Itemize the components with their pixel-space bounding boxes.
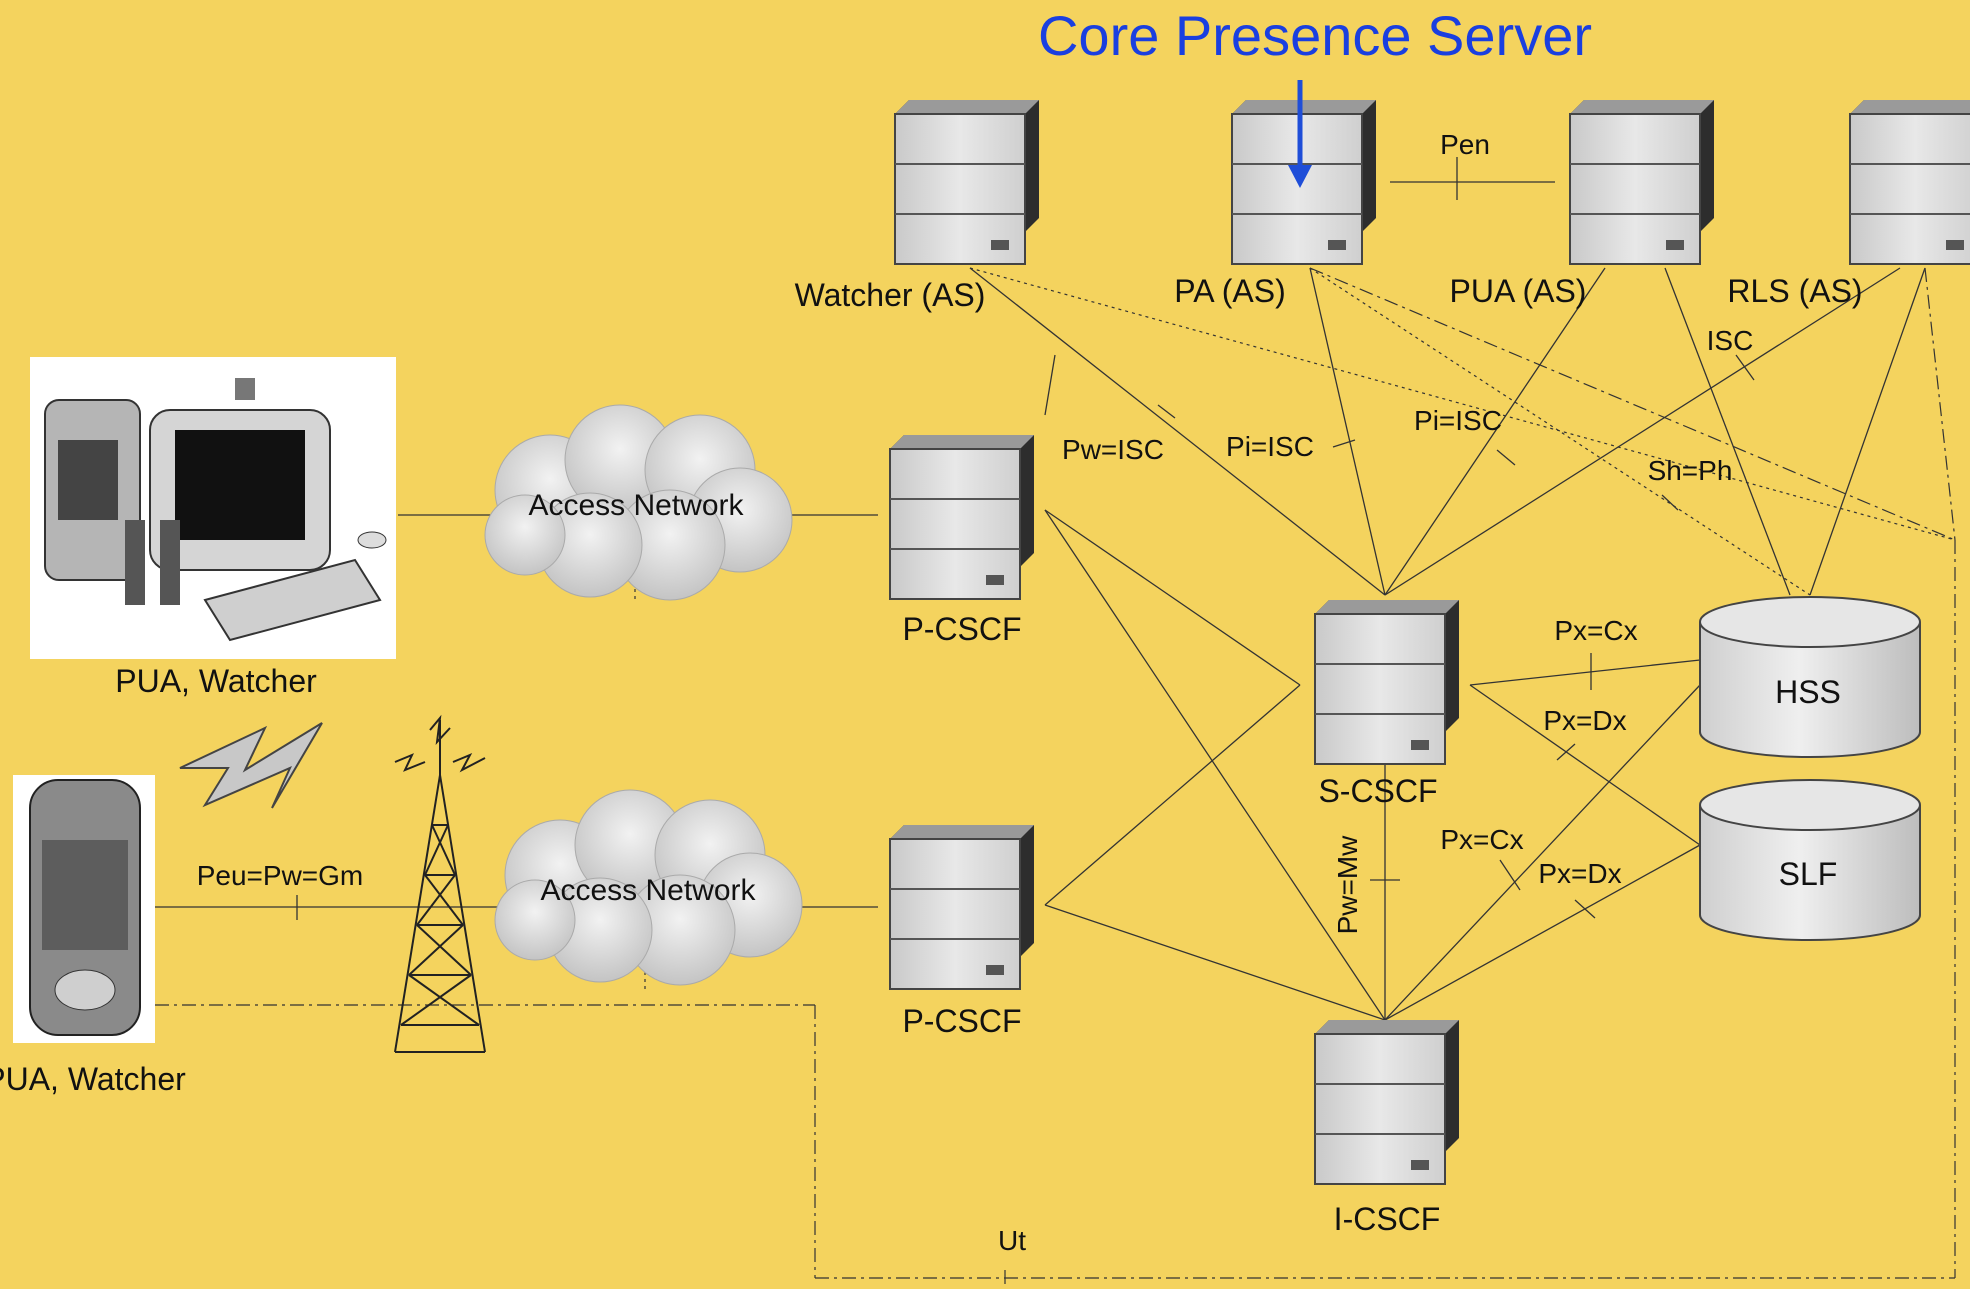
peu-pw-gm-interface-label: Peu=Pw=Gm (197, 860, 364, 891)
pw-mw-interface-label: Pw=Mw (1332, 835, 1363, 935)
pa-as-server-icon (1231, 99, 1377, 265)
lightning-icon (179, 722, 323, 809)
pa-as-label: PA (AS) (1174, 273, 1285, 309)
pi-isc-right-interface-label: Pi=ISC (1414, 405, 1502, 436)
isc-interface-label: ISC (1707, 325, 1754, 356)
slf-label: SLF (1779, 856, 1838, 892)
access-network-bottom-label: Access Network (540, 874, 756, 907)
icscf-server-icon (1314, 1019, 1460, 1185)
access-network-top-label: Access Network (528, 489, 744, 522)
pua-as-label: PUA (AS) (1450, 273, 1587, 309)
pua-as-server-icon (1569, 99, 1715, 265)
connection-lines (155, 157, 1926, 1021)
icscf-label: I-CSCF (1334, 1201, 1441, 1237)
pw-isc-interface-label: Pw=ISC (1062, 434, 1164, 465)
dash-dot-lines (155, 267, 1956, 1289)
rls-as-server-icon (1849, 99, 1970, 265)
ut-interface-label: Ut (998, 1225, 1026, 1256)
scscf-server-icon (1314, 599, 1460, 765)
mobile-phone-icon (13, 775, 155, 1043)
hss-label: HSS (1775, 674, 1841, 710)
watcher-as-label: Watcher (AS) (795, 277, 986, 313)
px-cx-bottom-interface-label: Px=Cx (1440, 824, 1523, 855)
px-dx-top-interface-label: Px=Dx (1543, 705, 1626, 736)
pc-client-icon (30, 357, 396, 659)
pc-client-label: PUA, Watcher (115, 663, 317, 699)
pcscf-top-label: P-CSCF (902, 611, 1021, 647)
pcscf-bottom-server-icon (889, 824, 1035, 990)
pcscf-top-server-icon (889, 434, 1035, 600)
pi-isc-left-interface-label: Pi=ISC (1226, 431, 1314, 462)
antenna-tower-icon (394, 714, 486, 1053)
mobile-client-label: PUA, Watcher (0, 1061, 186, 1097)
watcher-as-server-icon (894, 99, 1040, 265)
diagram-title: Core Presence Server (1038, 4, 1592, 67)
pointer-arrow-head-icon (1288, 165, 1312, 188)
pen-interface-label: Pen (1440, 129, 1490, 160)
sh-ph-interface-label: Sh=Ph (1648, 455, 1733, 486)
px-cx-top-interface-label: Px=Cx (1554, 615, 1637, 646)
pcscf-bottom-label: P-CSCF (902, 1003, 1021, 1039)
rls-as-label: RLS (AS) (1727, 273, 1862, 309)
scscf-label: S-CSCF (1318, 773, 1437, 809)
px-dx-bottom-interface-label: Px=Dx (1538, 858, 1621, 889)
